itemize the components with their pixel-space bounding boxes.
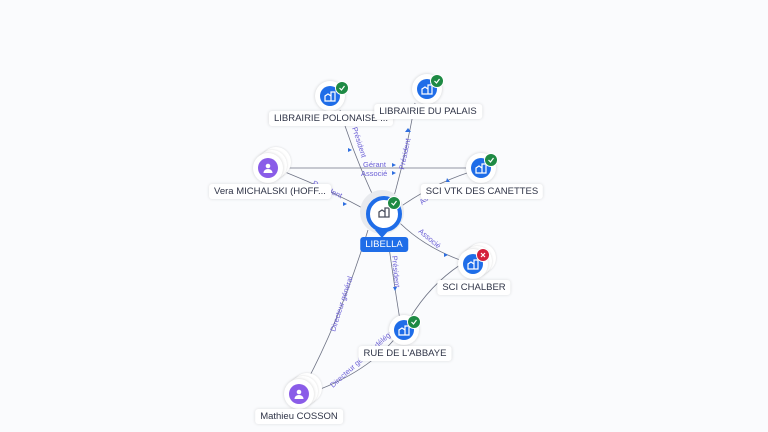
edge-label: Président — [350, 126, 369, 160]
arrow-marker — [392, 163, 396, 167]
node-bubble[interactable] — [284, 379, 314, 409]
center-pin-tip — [375, 230, 389, 238]
arrow-marker — [392, 171, 396, 175]
arrow-marker — [446, 178, 450, 182]
node-bubble[interactable] — [412, 74, 442, 104]
edge-label: Associé — [361, 169, 387, 178]
person-icon — [289, 384, 309, 404]
node-label: RUE DE L'ABBAYE — [358, 346, 452, 361]
node-bubble[interactable] — [458, 249, 488, 279]
node-label: SCI CHALBER — [437, 280, 511, 295]
arrow-marker — [393, 287, 397, 291]
edge-label: Président — [390, 255, 402, 288]
edge-cosson-abbaye — [317, 334, 399, 391]
arrow-marker — [444, 253, 448, 257]
check-icon — [335, 81, 349, 95]
arrow-marker — [343, 202, 347, 206]
center-label[interactable]: LIBELLA — [360, 237, 408, 252]
edge-label: Président — [397, 137, 413, 171]
node-label: Mathieu COSSON — [255, 409, 343, 424]
close-icon — [476, 248, 490, 262]
arrow-marker — [348, 148, 352, 152]
node-label: Vera MICHALSKI (HOFF... — [209, 184, 331, 199]
edge-label: Directeur général — [328, 275, 354, 333]
edge-label: Gérant — [363, 160, 387, 169]
edge-label: Associé — [417, 227, 443, 251]
person-icon — [258, 158, 278, 178]
check-icon — [407, 315, 421, 329]
arrow-marker — [405, 128, 411, 132]
node-label: SCI VTK DES CANETTES — [420, 184, 544, 199]
check-icon — [430, 74, 444, 88]
check-icon — [484, 153, 498, 167]
edge-abbaye-chalber — [409, 264, 461, 319]
check-icon — [387, 196, 401, 210]
node-label: LIBRAIRIE POLONAISE ... — [268, 111, 394, 126]
node-bubble[interactable] — [253, 153, 283, 183]
node-label: LIBRAIRIE DU PALAIS — [374, 104, 482, 119]
